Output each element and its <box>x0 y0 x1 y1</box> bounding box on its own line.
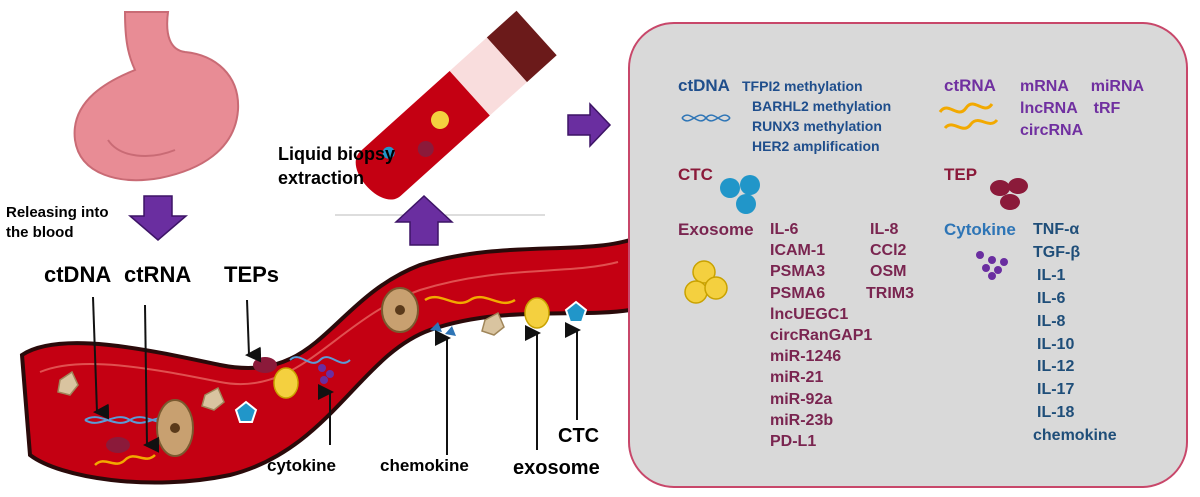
down-arrow-icon <box>127 195 189 241</box>
ctdna-items: TFPI2 methylation BARHL2 methylation RUN… <box>742 76 892 156</box>
vessel-label-teps: TEPs <box>224 262 280 287</box>
ctrna-items: mRNA miRNA lncRNA tRF circRNA <box>1020 76 1144 142</box>
exosome-col2: IL-8 CCl2 OSM TRIM3 <box>866 219 914 304</box>
ctrna-row: mRNA miRNA <box>1020 76 1144 98</box>
cytokine-item: IL-8 <box>1037 312 1066 330</box>
cytokine-item: chemokine <box>1033 427 1117 445</box>
ctrna-title: ctRNA <box>944 76 996 95</box>
ctc-icon <box>720 175 760 214</box>
ctc-title: CTC <box>678 165 713 184</box>
right-arrow-icon <box>567 102 612 148</box>
exosome-item: PSMA6 <box>770 284 826 302</box>
liquid-biopsy-line-1: Liquid biopsy <box>278 144 395 164</box>
cytokine-icon <box>976 251 1008 280</box>
tep-icon <box>990 178 1028 210</box>
cytokine-item: IL-1 <box>1037 266 1066 284</box>
vessel-label-ctc: CTC <box>558 425 600 447</box>
dna-icon <box>681 114 731 122</box>
ctrna-item: mRNA <box>1020 78 1069 95</box>
exosome-item: OSM <box>870 263 907 281</box>
cytokine-item: TNF-α <box>1033 221 1080 238</box>
tep-title: TEP <box>944 165 978 184</box>
cytokine-item: IL-6 <box>1037 289 1066 307</box>
label-arrows <box>92 296 581 455</box>
ctdna-item: HER2 amplification <box>752 138 880 154</box>
ctrna-item: miRNA <box>1090 78 1145 95</box>
cytokine-items: TNF-α TGF-β IL-1 IL-6 IL-8 IL-10 IL-12 I… <box>1033 219 1117 448</box>
exosome-item: lncUEGC1 <box>770 305 849 323</box>
cytokine-item: TGF-β <box>1033 243 1081 261</box>
exosome-item: ICAM-1 <box>770 242 826 260</box>
ctrna-item: tRF <box>1093 100 1121 117</box>
stomach-icon <box>73 11 240 182</box>
ctdna-title: ctDNA <box>678 76 730 95</box>
exosome-item: IL-8 <box>870 221 899 238</box>
exosome-item: PD-L1 <box>770 433 817 451</box>
exosome-item: circRanGAP1 <box>770 327 873 345</box>
vessel-label-chemokine: chemokine <box>380 456 469 475</box>
cytokine-item: IL-10 <box>1037 335 1075 353</box>
vessel-label-ctdna: ctDNA <box>44 262 112 287</box>
cytokine-item: IL-18 <box>1037 404 1075 422</box>
exosome-item: miR-21 <box>770 369 824 387</box>
exosome-item: miR-92a <box>770 390 833 408</box>
test-tube-icon <box>355 10 557 200</box>
biomarker-panel <box>628 22 1188 488</box>
releasing-line-1: Releasing into <box>6 204 109 221</box>
exosome-icon <box>684 260 728 304</box>
ctdna-item: RUNX3 methylation <box>752 118 882 134</box>
exosome-col1: IL-6 ICAM-1 PSMA3 PSMA6 lncUEGC1 circRan… <box>770 219 872 452</box>
cytokine-title: Cytokine <box>944 220 1016 239</box>
releasing-line-2: the blood <box>6 224 74 241</box>
exosome-item: IL-6 <box>770 221 799 238</box>
ctrna-row: circRNA <box>1020 120 1144 142</box>
ctrna-item: lncRNA <box>1020 100 1078 117</box>
ctrna-item: circRNA <box>1020 122 1084 139</box>
exosome-item: miR-23b <box>770 411 834 429</box>
up-arrow-icon <box>394 194 454 246</box>
cytokine-item: IL-17 <box>1037 381 1075 399</box>
ctdna-item: TFPI2 methylation <box>742 78 863 94</box>
releasing-label: Releasing into the blood <box>6 203 109 243</box>
exosome-title: Exosome <box>678 220 754 239</box>
liquid-biopsy-line-2: extraction <box>278 168 365 188</box>
vessel-label-exosome: exosome <box>513 457 600 479</box>
vessel-label-ctrna: ctRNA <box>124 262 192 287</box>
exosome-item: PSMA3 <box>770 263 826 281</box>
cytokine-item: IL-12 <box>1037 358 1075 376</box>
rna-icon <box>938 102 999 130</box>
liquid-biopsy-label: Liquid biopsy extraction <box>278 142 395 190</box>
exosome-item: CCl2 <box>870 242 907 260</box>
blood-vessel <box>19 237 632 485</box>
ctrna-row: lncRNA tRF <box>1020 98 1144 120</box>
exosome-item: miR-1246 <box>770 348 842 366</box>
exosome-item: TRIM3 <box>866 284 914 302</box>
ctdna-item: BARHL2 methylation <box>752 98 892 114</box>
vessel-label-cytokine: cytokine <box>267 456 336 475</box>
